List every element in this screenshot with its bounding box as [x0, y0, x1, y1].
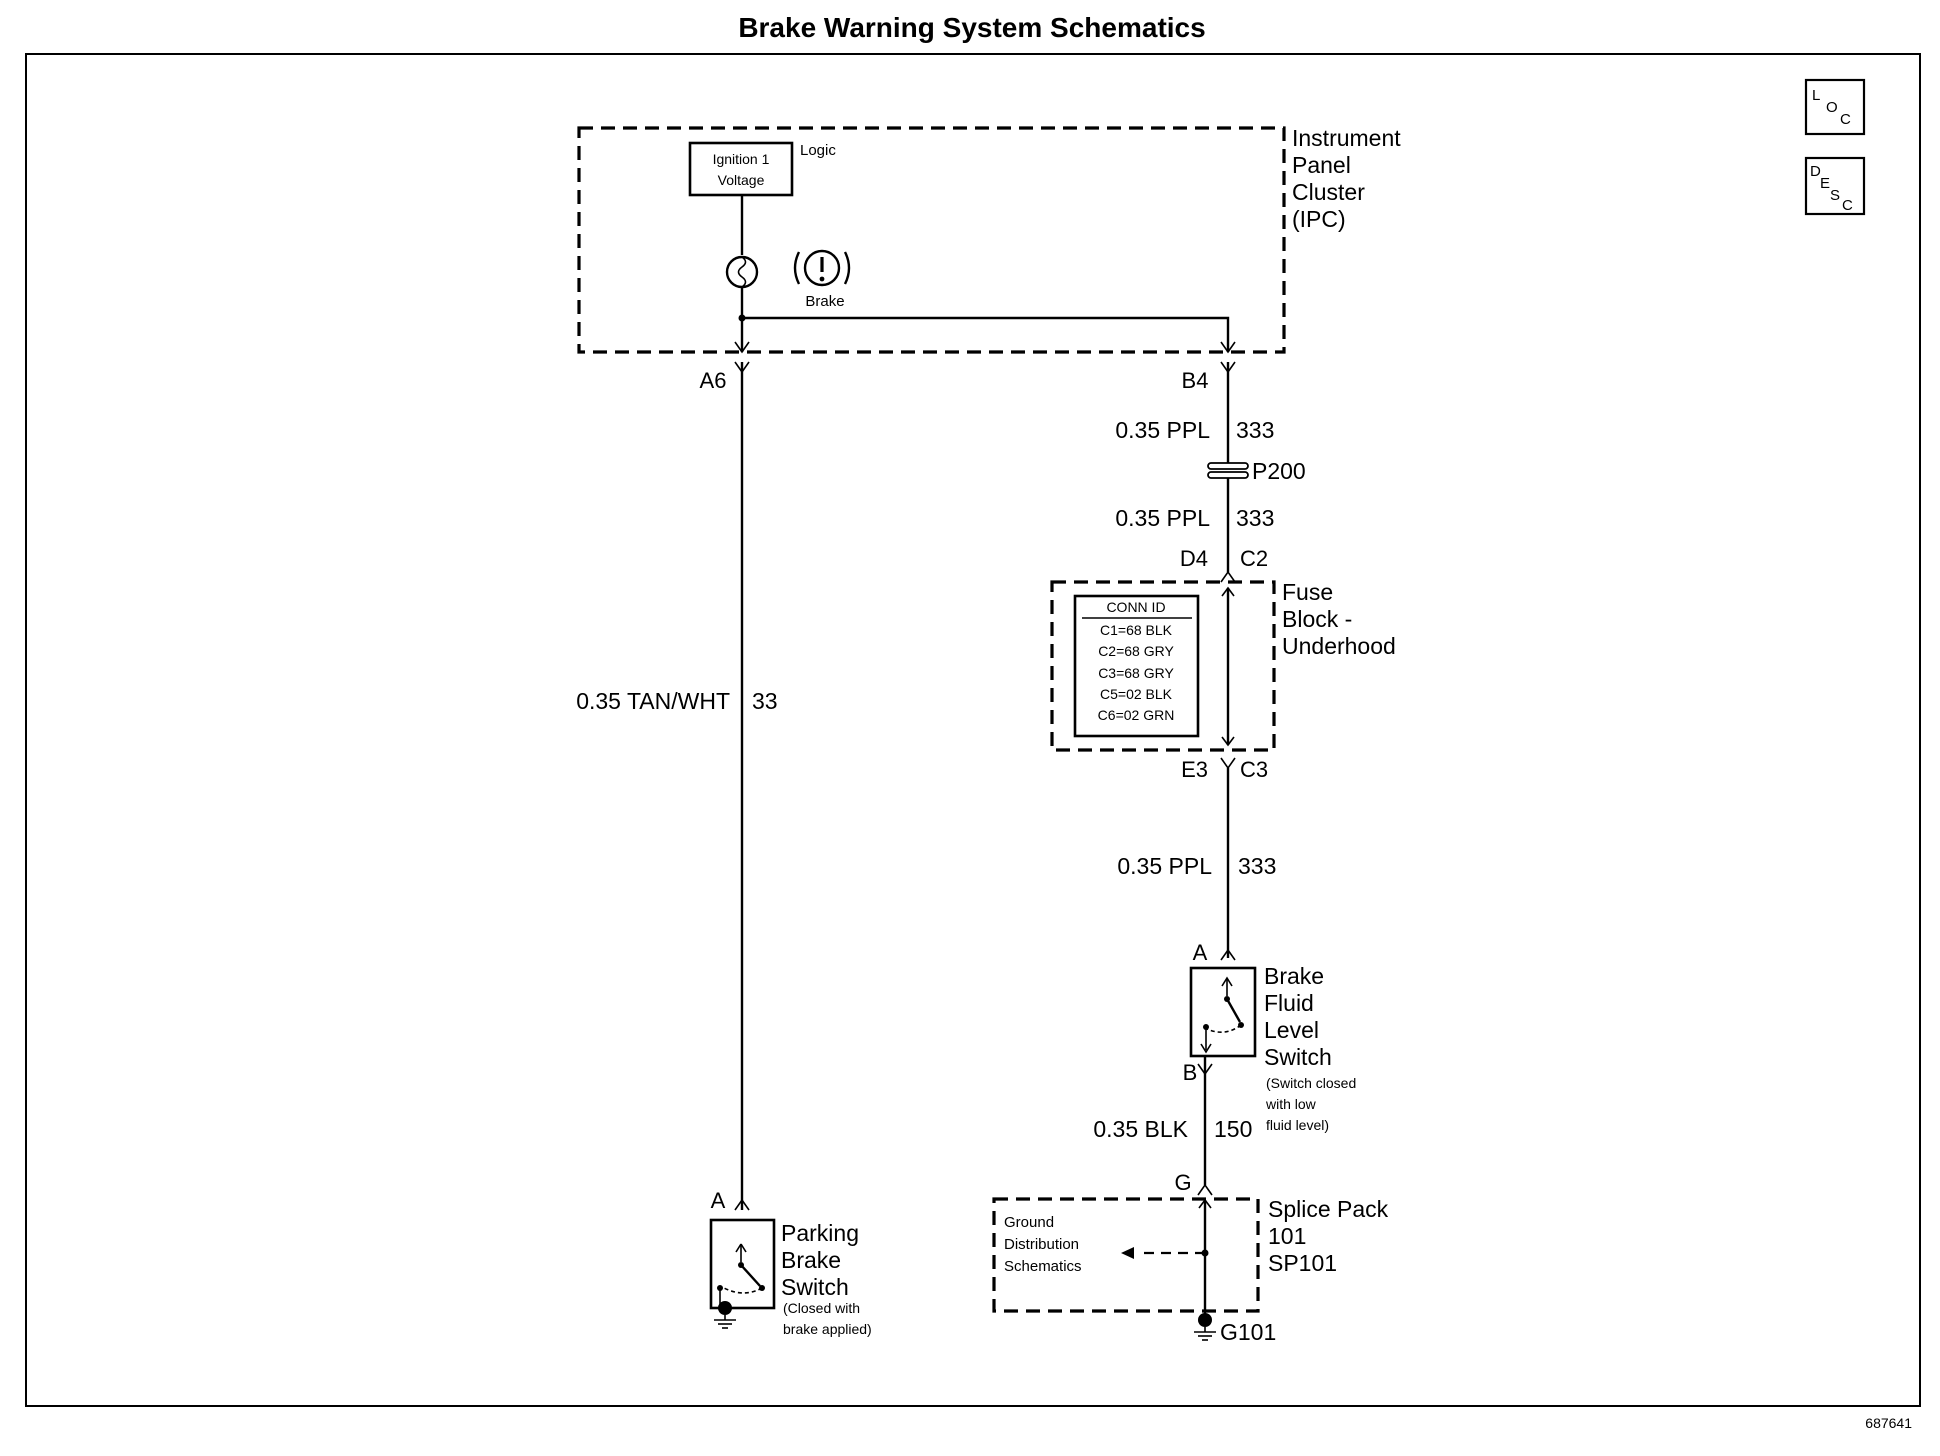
parking-pin-a-label: A	[711, 1188, 726, 1213]
svg-text:Level: Level	[1264, 1017, 1319, 1043]
svg-text:Schematics: Schematics	[1004, 1258, 1082, 1275]
conn-id-row: C1=68 BLK	[1100, 622, 1173, 638]
tan-wht-wire-label: 0.35 TAN/WHT	[576, 688, 730, 714]
diagram-frame	[25, 53, 1921, 1407]
parking-brake-label: Parking Brake Switch (Closed with brake …	[781, 1220, 872, 1337]
svg-text:Fluid: Fluid	[1264, 990, 1314, 1016]
ipc-dashed-boundary	[577, 126, 1286, 354]
svg-text:SP101: SP101	[1268, 1250, 1337, 1276]
ppl-wire-label-2: 0.35 PPL	[1115, 505, 1210, 531]
p200-connector-icon	[1207, 462, 1249, 479]
svg-text:Distribution: Distribution	[1004, 1236, 1079, 1253]
svg-text:Brake: Brake	[1264, 963, 1324, 989]
svg-text:Instrument: Instrument	[1292, 125, 1401, 151]
svg-text:101: 101	[1268, 1223, 1306, 1249]
loc-button[interactable]: L O C	[1804, 78, 1866, 136]
g101-ground-icon	[1194, 1313, 1216, 1341]
pin-c2-label: C2	[1240, 546, 1268, 571]
svg-text:Splice Pack: Splice Pack	[1268, 1196, 1389, 1222]
svg-text:Switch: Switch	[1264, 1044, 1332, 1070]
fuse-block-label: Fuse Block - Underhood	[1282, 579, 1396, 659]
svg-text:(IPC): (IPC)	[1292, 206, 1346, 232]
desc-button[interactable]: D E S C	[1804, 156, 1866, 216]
svg-text:Underhood: Underhood	[1282, 633, 1396, 659]
brake-fluid-level-switch	[1189, 966, 1257, 1058]
svg-text:L: L	[1812, 87, 1820, 104]
warning-bulb-icon	[725, 255, 759, 289]
brake-icon-label: Brake	[805, 293, 844, 310]
ipc-b4-wire	[742, 316, 1230, 352]
pin-a6-label: A6	[700, 368, 727, 393]
splice-pin-g-label: G	[1174, 1170, 1191, 1195]
circuit-150-label: 150	[1214, 1116, 1252, 1142]
brake-warning-icon	[793, 249, 851, 287]
fluid-pin-b-label: B	[1183, 1060, 1198, 1085]
fluid-pin-a-label: A	[1193, 940, 1208, 965]
voltage-label: Voltage	[718, 172, 765, 188]
ppl-wire-label-3: 0.35 PPL	[1117, 853, 1212, 879]
conn-id-row: C2=68 GRY	[1098, 643, 1174, 659]
svg-text:with low: with low	[1265, 1096, 1317, 1112]
svg-text:Panel: Panel	[1292, 152, 1351, 178]
circuit-33-label: 33	[752, 688, 778, 714]
figure-id: 687641	[1865, 1415, 1912, 1431]
ground-distribution-reference[interactable]: Ground Distribution Schematics	[1004, 1214, 1082, 1275]
pin-c3-label: C3	[1240, 757, 1268, 782]
blk-wire-label: 0.35 BLK	[1093, 1116, 1188, 1142]
svg-text:Cluster: Cluster	[1292, 179, 1365, 205]
svg-text:Switch: Switch	[781, 1274, 849, 1300]
brake-fluid-label: Brake Fluid Level Switch (Switch closed …	[1264, 963, 1356, 1133]
splice-pack-dashed-boundary	[992, 1197, 1260, 1313]
svg-text:Block -: Block -	[1282, 606, 1352, 632]
svg-text:S: S	[1830, 187, 1840, 204]
pin-b4-label: B4	[1182, 368, 1209, 393]
logic-label: Logic	[800, 142, 836, 159]
svg-text:(Switch closed: (Switch closed	[1266, 1075, 1356, 1091]
svg-text:O: O	[1826, 99, 1838, 116]
svg-text:Brake: Brake	[781, 1247, 841, 1273]
conn-id-row: C6=02 GRN	[1098, 707, 1175, 723]
svg-text:Ground: Ground	[1004, 1214, 1054, 1231]
page-title: Brake Warning System Schematics	[738, 12, 1205, 43]
g101-label: G101	[1220, 1319, 1276, 1345]
circuit-333-label-1: 333	[1236, 417, 1274, 443]
ground-icon	[714, 1301, 736, 1329]
svg-text:Fuse: Fuse	[1282, 579, 1333, 605]
conn-id-table	[1073, 594, 1200, 738]
fuse-block-dashed-boundary	[1050, 580, 1276, 752]
svg-text:E: E	[1820, 175, 1830, 192]
svg-text:C: C	[1842, 197, 1853, 214]
ignition-label: Ignition 1	[713, 151, 770, 167]
conn-id-header: CONN ID	[1106, 599, 1165, 615]
pin-d4-label: D4	[1180, 546, 1208, 571]
splice-pack-label: Splice Pack 101 SP101	[1268, 1196, 1389, 1276]
p200-label: P200	[1252, 458, 1306, 484]
ppl-wire-label-1: 0.35 PPL	[1115, 417, 1210, 443]
ground-reference-arrow-icon	[1121, 1247, 1134, 1259]
conn-id-row: C3=68 GRY	[1098, 665, 1174, 681]
svg-text:brake applied): brake applied)	[783, 1321, 872, 1337]
svg-text:D: D	[1810, 163, 1821, 180]
circuit-333-label-2: 333	[1236, 505, 1274, 531]
svg-text:Parking: Parking	[781, 1220, 859, 1246]
svg-text:fluid level): fluid level)	[1266, 1117, 1329, 1133]
svg-text:(Closed with: (Closed with	[783, 1300, 860, 1316]
svg-text:C: C	[1840, 111, 1851, 128]
circuit-333-label-3: 333	[1238, 853, 1276, 879]
pin-e3-label: E3	[1181, 757, 1208, 782]
conn-id-row: C5=02 BLK	[1100, 686, 1173, 702]
ipc-label: Instrument Panel Cluster (IPC)	[1292, 125, 1401, 232]
